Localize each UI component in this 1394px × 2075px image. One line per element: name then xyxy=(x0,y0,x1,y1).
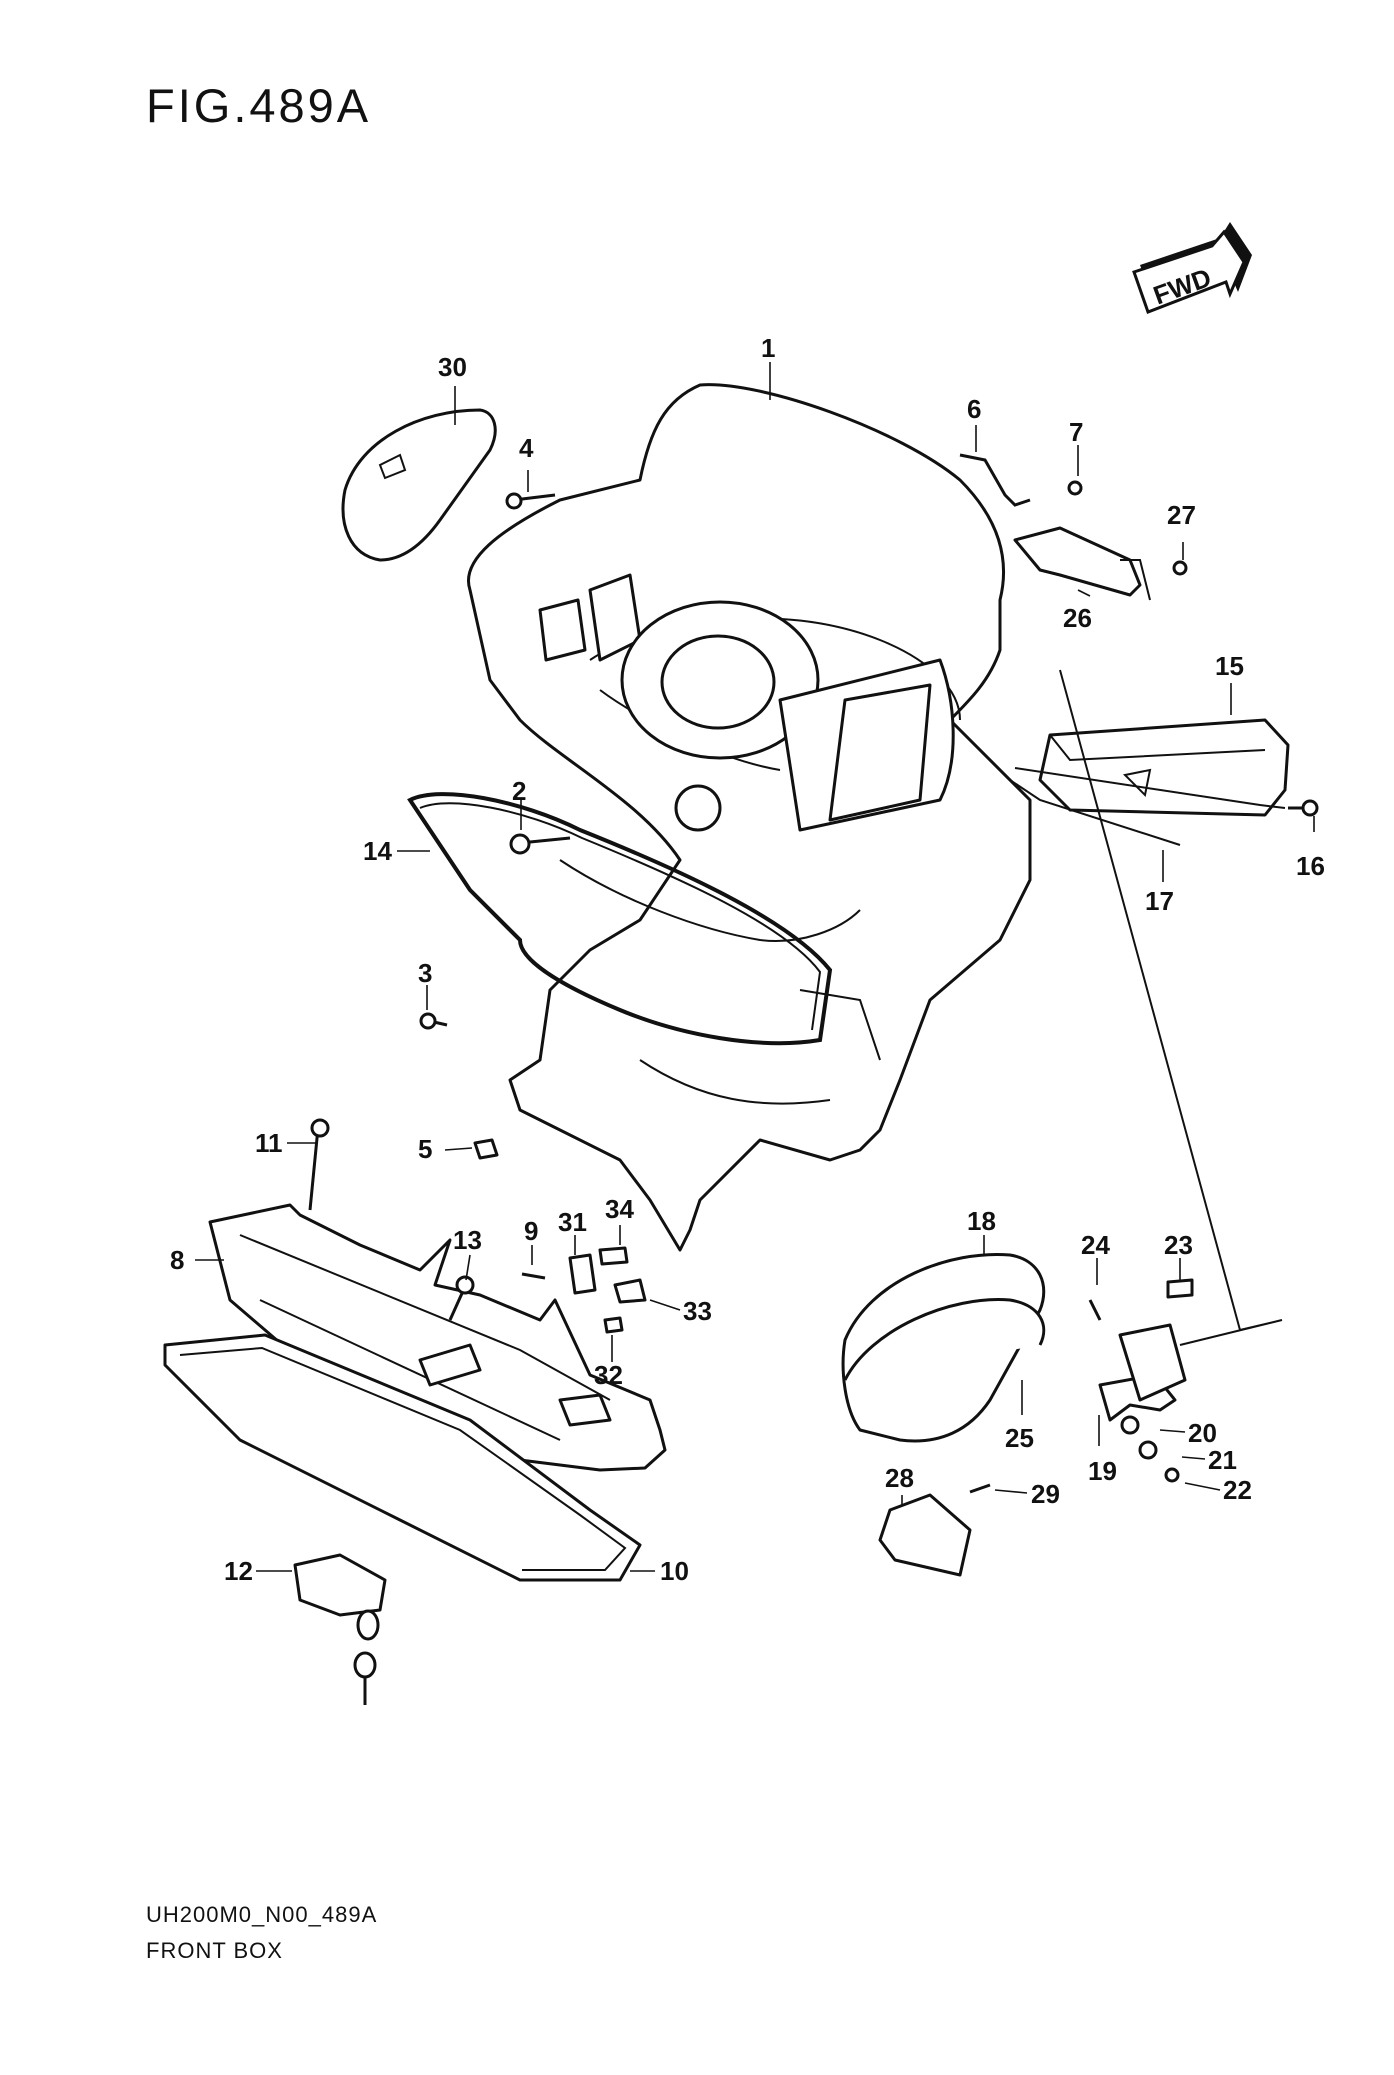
callout-14: 14 xyxy=(363,836,392,866)
callout-15: 15 xyxy=(1215,651,1244,681)
small-hardware xyxy=(308,1118,647,1334)
part-14-seal xyxy=(407,792,833,1046)
callout-4: 4 xyxy=(519,433,534,463)
callout-31: 31 xyxy=(558,1207,587,1237)
part-15-lid xyxy=(1009,718,1290,846)
part-12-lock xyxy=(293,1553,387,1705)
callout-17: 17 xyxy=(1145,886,1174,916)
callout-34: 34 xyxy=(605,1194,634,1224)
callout-20: 20 xyxy=(1188,1418,1217,1448)
callout-9: 9 xyxy=(524,1216,538,1246)
callout-27: 27 xyxy=(1167,500,1196,530)
callout-16: 16 xyxy=(1296,851,1325,881)
callout-23: 23 xyxy=(1164,1230,1193,1260)
callout-labels: 1 2 3 4 5 6 7 8 9 10 11 12 13 14 15 16 1… xyxy=(170,333,1325,1586)
callout-13: 13 xyxy=(453,1225,482,1255)
callout-30: 30 xyxy=(438,352,467,382)
callout-29: 29 xyxy=(1031,1479,1060,1509)
figure-title: FIG.489A xyxy=(146,79,372,132)
callout-1: 1 xyxy=(761,333,775,363)
part-18-pad xyxy=(841,1252,1046,1443)
callout-8: 8 xyxy=(170,1245,184,1275)
part-30-lid xyxy=(341,408,497,562)
leader-lines xyxy=(195,362,1315,1572)
callout-11: 11 xyxy=(255,1128,283,1158)
callout-28: 28 xyxy=(885,1463,914,1493)
callout-22: 22 xyxy=(1223,1475,1252,1505)
callout-7: 7 xyxy=(1069,417,1083,447)
callout-10: 10 xyxy=(660,1556,689,1586)
callout-5: 5 xyxy=(418,1134,432,1164)
callout-19: 19 xyxy=(1088,1456,1117,1486)
fwd-arrow-badge: FWD xyxy=(1132,222,1252,314)
callout-21: 21 xyxy=(1208,1445,1237,1475)
callout-24: 24 xyxy=(1081,1230,1110,1260)
callout-32: 32 xyxy=(594,1360,623,1390)
callout-3: 3 xyxy=(418,958,432,988)
part-26-bracket xyxy=(959,453,1188,601)
part-28-catch xyxy=(878,1483,991,1577)
part-10-frame xyxy=(163,1333,642,1582)
part-1-front-box xyxy=(467,383,1032,1252)
fasteners-2-5 xyxy=(419,492,1319,1160)
drawing-code: UH200M0_N00_489A xyxy=(146,1902,378,1927)
part-19-latch xyxy=(1059,669,1283,1483)
callout-2: 2 xyxy=(512,776,526,806)
callout-33: 33 xyxy=(683,1296,712,1326)
callout-6: 6 xyxy=(967,394,981,424)
callout-26: 26 xyxy=(1063,603,1092,633)
callout-18: 18 xyxy=(967,1206,996,1236)
callout-25: 25 xyxy=(1005,1423,1034,1453)
callout-12: 12 xyxy=(224,1556,253,1586)
figure-name: FRONT BOX xyxy=(146,1938,283,1963)
